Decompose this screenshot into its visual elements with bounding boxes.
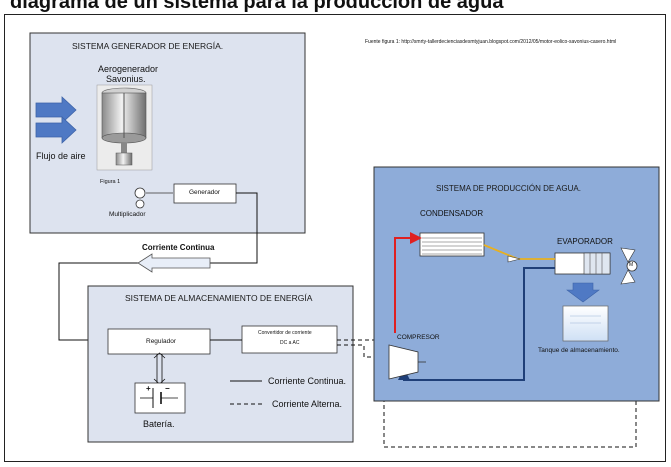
fan-motor-icon bbox=[620, 247, 638, 285]
ac-wire bbox=[337, 285, 637, 448]
top-heading-fragment: diagrama de un sistema para la producció… bbox=[0, 0, 671, 14]
suction-line bbox=[398, 267, 555, 381]
turbine-label-line1: Aerogenerador bbox=[98, 64, 159, 74]
legend-ac-label: Corriente Alterna. bbox=[272, 399, 343, 409]
water-system-title: SISTEMA DE PRODUCCIÓN DE AGUA. bbox=[436, 184, 581, 193]
generator-system-title: SISTEMA GENERADOR DE ENERGÍA. bbox=[72, 41, 224, 51]
converter-label-line1: Convertidor de corriente bbox=[258, 330, 312, 336]
evaporator-unit bbox=[554, 252, 611, 275]
partial-heading: diagrama de un sistema para la producció… bbox=[10, 0, 504, 13]
battery-plus: + bbox=[146, 384, 151, 393]
turbine-label-line2: Savonius. bbox=[106, 74, 146, 84]
storage-system-box bbox=[87, 285, 354, 443]
converter-label-line2: DC a AC bbox=[280, 340, 300, 346]
compressor-symbol bbox=[388, 344, 426, 380]
airflow-label: Flujo de aire bbox=[36, 151, 86, 161]
savonius-turbine-image bbox=[96, 84, 153, 171]
battery-label: Batería. bbox=[143, 419, 175, 429]
dc-direction-arrow bbox=[137, 253, 211, 273]
regulator-label: Regulador bbox=[146, 338, 176, 345]
figure-label: Figura 1 bbox=[100, 179, 121, 185]
battery-symbol bbox=[134, 382, 186, 414]
condenser-label: CONDENSADOR bbox=[420, 209, 484, 218]
source-note: Fuente figura 1: http://smrty-tallerdeci… bbox=[365, 39, 617, 45]
generator-label: Generador bbox=[189, 189, 221, 196]
fan-motor-label: M bbox=[629, 262, 634, 268]
hot-gas-line bbox=[394, 232, 422, 333]
compressor-label: COMPRESOR bbox=[397, 334, 440, 341]
multiplier-gear-icon bbox=[134, 187, 173, 209]
regulator-block bbox=[107, 328, 211, 355]
expansion-valve bbox=[507, 255, 521, 263]
storage-system-title: SISTEMA DE ALMACENAMIENTO DE ENERGÍA bbox=[125, 293, 313, 303]
storage-tank bbox=[562, 305, 609, 342]
battery-link bbox=[153, 352, 166, 385]
legend-dc-label: Corriente Continua. bbox=[268, 376, 347, 386]
condenser-unit bbox=[419, 232, 485, 257]
multiplier-label: Multiplicador bbox=[109, 211, 146, 218]
tank-label: Tanque de almacenamiento. bbox=[538, 347, 620, 354]
dc-line-label: Corriente Continua bbox=[142, 243, 215, 252]
airflow-arrows bbox=[35, 96, 77, 144]
generator-system-box bbox=[29, 32, 306, 234]
battery-minus: − bbox=[165, 384, 170, 393]
water-drip-arrow bbox=[566, 282, 600, 303]
evaporator-label: EVAPORADOR bbox=[557, 237, 613, 246]
